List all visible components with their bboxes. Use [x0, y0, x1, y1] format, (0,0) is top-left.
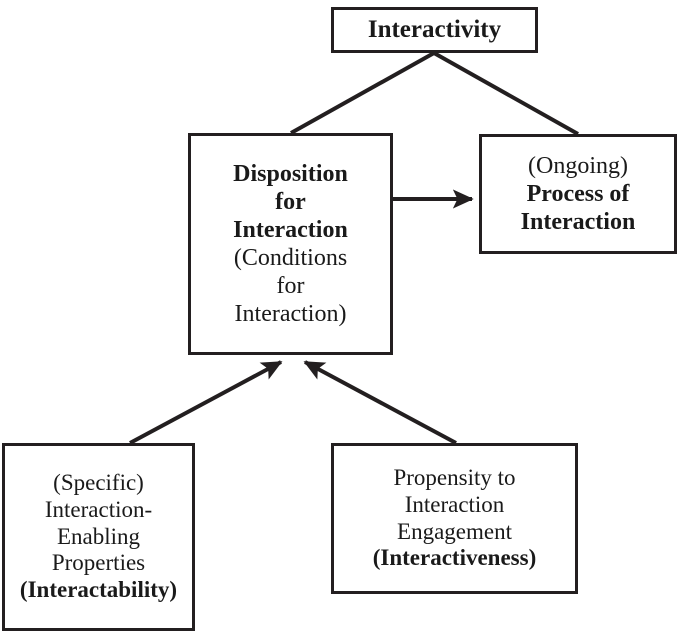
node-disposition-line-5: Interaction)	[234, 301, 347, 328]
node-interactiveness-line-2: Engagement	[397, 518, 512, 544]
node-interactiveness-line-1: Interaction	[404, 491, 505, 517]
node-process-line-2: Interaction	[520, 209, 636, 236]
node-interactiveness[interactable]: Propensity to Interaction Engagement (In…	[331, 443, 578, 594]
node-interactability-line-0: (Specific)	[53, 469, 144, 495]
node-process-line-0: (Ongoing)	[528, 152, 628, 179]
node-interactability-line-3: Properties	[51, 550, 146, 576]
connector-interactiveness-disposition	[303, 360, 457, 445]
node-interactability[interactable]: (Specific) Interaction- Enabling Propert…	[2, 443, 195, 631]
connector-interactivity-disposition	[290, 51, 435, 135]
node-interactability-line-2: Enabling	[56, 523, 141, 549]
connector-interactivity-process	[433, 51, 579, 136]
node-disposition-for-interaction[interactable]: Disposition for Interaction (Conditions …	[188, 133, 393, 355]
node-process-of-interaction[interactable]: (Ongoing) Process of Interaction	[479, 134, 677, 254]
node-interactivity-line-0: Interactivity	[367, 16, 502, 44]
node-interactiveness-line-3: (Interactiveness)	[372, 545, 537, 571]
node-interactability-line-4: (Interactability)	[19, 577, 178, 603]
node-interactivity[interactable]: Interactivity	[331, 7, 538, 53]
node-process-line-1: Process of	[526, 180, 630, 207]
node-disposition-line-0: Disposition	[233, 160, 348, 187]
node-disposition-line-2: Interaction	[233, 216, 348, 243]
connector-interactability-disposition	[129, 360, 283, 445]
node-disposition-line-4: for	[276, 273, 305, 300]
node-disposition-line-3: (Conditions	[233, 245, 348, 271]
node-interactiveness-line-0: Propensity to	[393, 464, 516, 490]
node-disposition-line-1: for	[275, 188, 306, 215]
node-interactability-line-1: Interaction-	[44, 496, 153, 522]
